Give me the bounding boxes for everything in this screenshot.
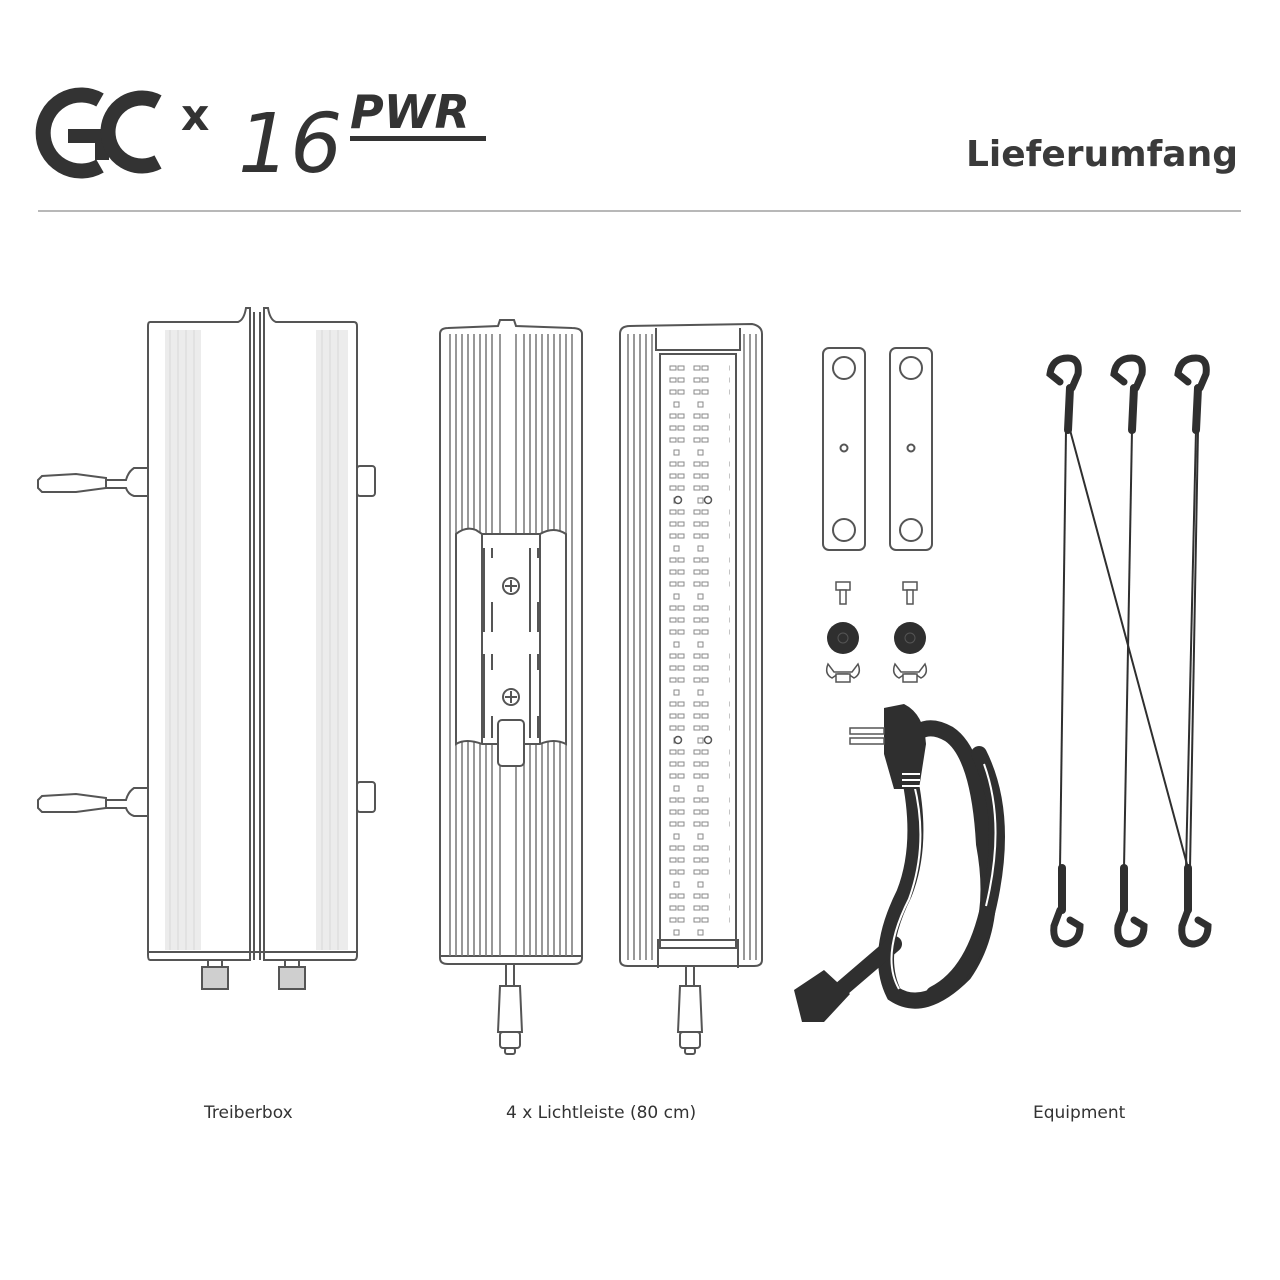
screw-icon bbox=[835, 581, 918, 605]
page-title: Lieferumfang bbox=[965, 134, 1238, 175]
brand-logo: x 16 PWR bbox=[35, 78, 498, 192]
driver-box-icon bbox=[28, 300, 388, 1005]
wing-nut-icon bbox=[825, 662, 928, 683]
caption-driver-box: Treiberbox bbox=[204, 1103, 293, 1123]
power-cable-icon bbox=[784, 694, 1024, 1029]
light-bar-back-icon bbox=[436, 319, 586, 1065]
logo-gc-mark bbox=[35, 87, 162, 179]
logo-prefix: x bbox=[181, 90, 209, 141]
logo-suffix: PWR bbox=[350, 85, 470, 139]
equipment-icon bbox=[818, 344, 948, 699]
hanging-wire-icon bbox=[1024, 350, 1234, 995]
logo-model: 16 bbox=[238, 97, 342, 192]
light-bar-front-icon bbox=[616, 320, 766, 1065]
logo-underline bbox=[350, 136, 486, 141]
mounting-bracket-icon bbox=[822, 347, 933, 551]
caption-light-bar: 4 x Lichtleiste (80 cm) bbox=[506, 1103, 697, 1123]
rubber-washer-icon bbox=[827, 622, 926, 654]
caption-equipment: Equipment bbox=[1033, 1103, 1126, 1123]
header-divider bbox=[38, 210, 1241, 212]
